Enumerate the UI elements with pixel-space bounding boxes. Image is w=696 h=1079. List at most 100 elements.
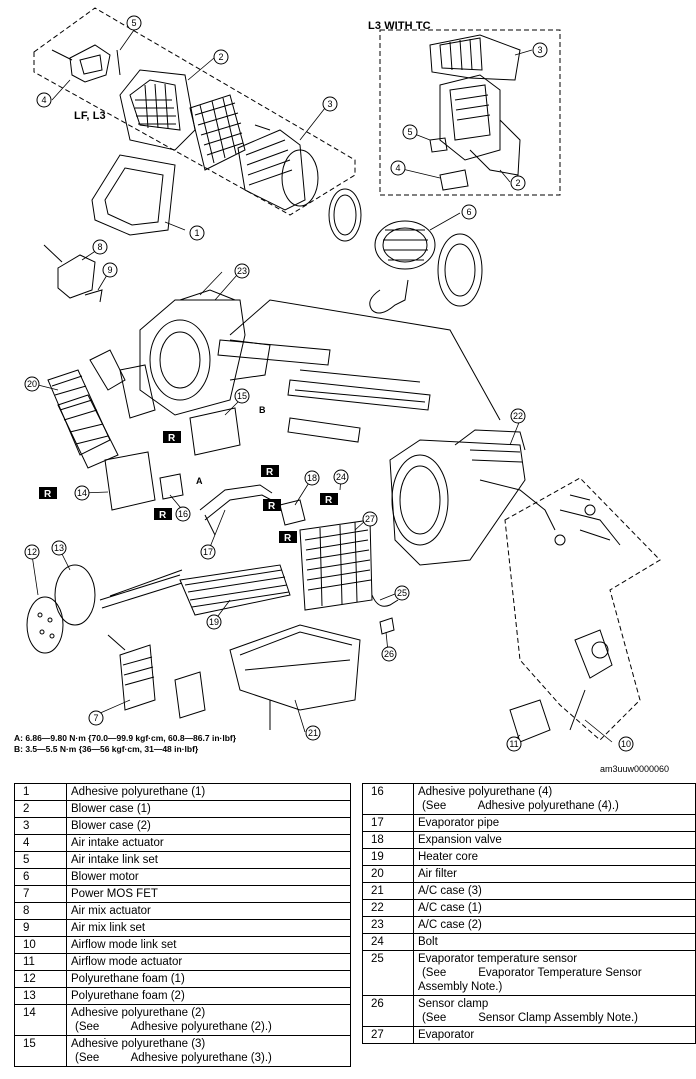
svg-text:4: 4 bbox=[41, 95, 46, 105]
callout-6: 6 bbox=[461, 204, 477, 220]
callout-25: 25 bbox=[394, 585, 410, 601]
callout-16: 16 bbox=[175, 506, 191, 522]
callout-2: 2 bbox=[213, 49, 229, 65]
air-mix-actuator-shape bbox=[43, 244, 103, 303]
svg-text:3: 3 bbox=[537, 45, 542, 55]
part-number: 7 bbox=[14, 885, 67, 903]
replace-marks: R R R R R R R bbox=[39, 431, 338, 544]
part-description: Air intake link set bbox=[66, 851, 351, 869]
part-description: Blower motor bbox=[66, 868, 351, 886]
part-number: 8 bbox=[14, 902, 67, 920]
svg-text:26: 26 bbox=[384, 649, 394, 659]
part-name: Evaporator pipe bbox=[417, 817, 500, 829]
part-description: Power MOS FET bbox=[66, 885, 351, 903]
part-description: Airflow mode actuator bbox=[66, 953, 351, 971]
part-name: Air mix actuator bbox=[71, 905, 151, 917]
part-description: A/C case (1) bbox=[412, 899, 696, 917]
mode-linkage-shape bbox=[479, 479, 621, 546]
blower-case-2-shape bbox=[237, 124, 319, 211]
torque-spec-b: B: 3.5—5.5 N·m {36—56 kgf·cm, 31—48 in·l… bbox=[14, 744, 199, 754]
part-description: Air filter bbox=[412, 865, 696, 883]
part-number: 13 bbox=[14, 987, 67, 1005]
callout-14: 14 bbox=[74, 485, 90, 501]
part-description: Evaporator temperature sensor(See Evapor… bbox=[412, 950, 696, 996]
part-name: Polyurethane foam (1) bbox=[71, 973, 185, 985]
callout-19: 19 bbox=[206, 614, 222, 630]
adhesive-polyurethane-1-shape bbox=[91, 154, 176, 236]
part-name: Expansion valve bbox=[417, 834, 502, 846]
svg-text:4: 4 bbox=[395, 163, 400, 173]
part-name: Blower case (2) bbox=[71, 820, 151, 832]
l3-tc-air-intake-actuator-shape bbox=[439, 169, 469, 191]
part-name: Bolt bbox=[417, 936, 438, 948]
part-name: A/C case (3) bbox=[417, 885, 482, 897]
part-number: 25 bbox=[362, 950, 414, 996]
svg-text:2: 2 bbox=[515, 178, 520, 188]
part-number: 16 bbox=[362, 783, 414, 815]
part-description: Adhesive polyurethane (2)(See Adhesive p… bbox=[66, 1004, 351, 1036]
part-name: Air mix link set bbox=[71, 922, 146, 934]
airflow-mode-actuator-shape bbox=[509, 629, 613, 743]
group-boundary-mode-actuator bbox=[504, 477, 661, 741]
l3-tc-blower-case-1-shape bbox=[439, 74, 521, 176]
group-boundary-l3-tc bbox=[379, 29, 561, 196]
svg-text:8: 8 bbox=[97, 242, 102, 252]
part-name: Power MOS FET bbox=[71, 888, 158, 900]
exploded-view-diagram: R R R R R R R B A 1 2 2 3 3 4 4 5 5 6 7 … bbox=[24, 7, 661, 752]
part-number: 5 bbox=[14, 851, 67, 869]
part-name: Heater core bbox=[417, 851, 479, 863]
callout-12: 12 bbox=[24, 544, 40, 560]
l3-tc-air-intake-link-shape bbox=[429, 137, 448, 153]
adhesive-polyurethane-3-shape bbox=[189, 407, 241, 456]
part-name: Blower case (1) bbox=[71, 803, 151, 815]
callout-18: 18 bbox=[304, 470, 320, 486]
part-description: Blower case (2) bbox=[66, 817, 351, 835]
svg-text:13: 13 bbox=[54, 543, 64, 553]
evaporator-pipe-shape bbox=[199, 484, 276, 536]
part-reference-link[interactable]: (See Adhesive polyurethane (2).) bbox=[75, 1021, 272, 1033]
replace-mark: R bbox=[44, 489, 52, 500]
callout-11: 11 bbox=[506, 736, 522, 752]
air-filter-shape bbox=[47, 369, 119, 469]
part-description: Expansion valve bbox=[412, 831, 696, 849]
part-number: 10 bbox=[14, 936, 67, 954]
part-description: Polyurethane foam (2) bbox=[66, 987, 351, 1005]
part-reference-link[interactable]: (See Adhesive polyurethane (3).) bbox=[75, 1052, 272, 1064]
svg-text:27: 27 bbox=[365, 514, 375, 524]
evaporator-sensor-shape bbox=[371, 594, 399, 607]
part-name: Adhesive polyurethane (4) bbox=[417, 786, 553, 798]
part-name: Blower motor bbox=[71, 871, 139, 883]
callout-8: 8 bbox=[92, 239, 108, 255]
part-reference-link[interactable]: (See Adhesive polyurethane (4).) bbox=[421, 800, 619, 812]
svg-text:6: 6 bbox=[466, 207, 471, 217]
svg-text:19: 19 bbox=[209, 617, 219, 627]
part-description: Evaporator bbox=[412, 1026, 696, 1044]
part-reference-link[interactable]: (See Evaporator Temperature Sensor bbox=[421, 967, 642, 979]
part-number: 19 bbox=[362, 848, 414, 866]
ac-case-3-shape bbox=[229, 624, 361, 730]
callout-1: 1 bbox=[189, 225, 205, 241]
replace-mark: R bbox=[168, 433, 176, 444]
part-reference-link[interactable]: (See Sensor Clamp Assembly Note.) bbox=[421, 1012, 638, 1024]
callout-3: 3 bbox=[322, 96, 338, 112]
blower-motor-shape bbox=[328, 188, 483, 314]
adhesive-polyurethane-2-shape bbox=[104, 451, 156, 511]
callout-15: 15 bbox=[234, 388, 250, 404]
callout-2-tc: 2 bbox=[510, 175, 526, 191]
part-reference-link-cont[interactable]: Assembly Note.) bbox=[417, 981, 503, 993]
